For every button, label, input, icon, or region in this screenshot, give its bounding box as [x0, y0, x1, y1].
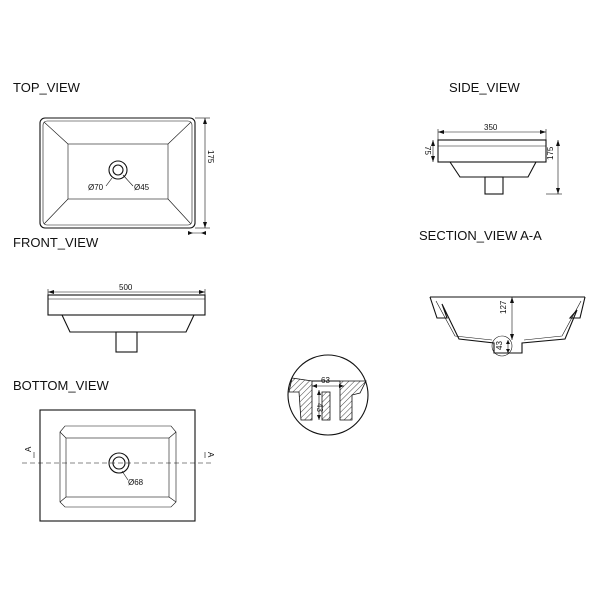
side-rim-dim: 75 — [423, 146, 432, 155]
top-view — [39, 117, 210, 235]
front-view — [47, 289, 206, 353]
detail-marker-circle — [491, 335, 513, 357]
section-marker-right: A — [206, 452, 215, 458]
side-view-title: SIDE_VIEW — [449, 80, 521, 95]
top-depth-dim: 175 — [206, 150, 215, 164]
bottom-view-title: BOTTOM_VIEW — [13, 378, 110, 393]
front-view-title: FRONT_VIEW — [13, 235, 99, 250]
detail-width-dim: 63 — [321, 376, 330, 385]
top-drain-inner — [112, 164, 124, 176]
detail-height-dim: 43 — [315, 403, 324, 412]
detail-view — [287, 354, 369, 436]
top-overflow-dia-label: Ø70 — [88, 183, 104, 192]
detail-circle — [287, 354, 369, 436]
side-width-dim: 350 — [484, 123, 498, 132]
bottom-view — [22, 409, 212, 522]
top-drain-dia-label: Ø45 — [134, 183, 150, 192]
section-view-title: SECTION_VIEW A-A — [419, 228, 542, 243]
section-view — [429, 296, 586, 357]
side-view — [431, 129, 562, 195]
section-drain-dim: 43 — [495, 341, 504, 350]
side-height-dim: 175 — [546, 146, 555, 160]
top-drain-outer — [108, 160, 128, 180]
top-view-title: TOP_VIEW — [13, 80, 81, 95]
section-depth-dim: 127 — [499, 300, 508, 314]
front-length-dim: 500 — [119, 283, 133, 292]
section-marker-left: A — [24, 446, 33, 452]
bottom-hole-dia-label: Ø68 — [128, 478, 144, 487]
